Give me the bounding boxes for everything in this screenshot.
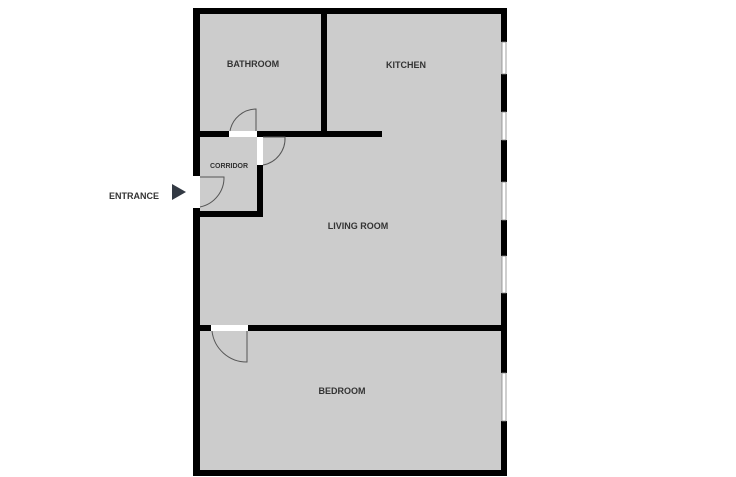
room-label-kitchen: KITCHEN	[386, 60, 426, 70]
window	[501, 181, 507, 221]
bedroom-doorway	[211, 325, 248, 331]
wall-bottom	[193, 470, 507, 476]
wall-left-upper	[193, 8, 200, 176]
corridor-door-swing	[262, 136, 286, 166]
bedroom-door-swing	[211, 330, 248, 363]
wall-right-seg	[501, 421, 507, 476]
wall-bathroom-kitchen	[321, 8, 327, 137]
entrance-door-swing	[199, 176, 225, 208]
wall-right-seg	[501, 74, 507, 112]
wall-right-seg	[501, 220, 507, 256]
wall-bathroom-bottom	[193, 131, 229, 137]
wall-corridor-right	[257, 165, 263, 217]
wall-right-seg	[501, 140, 507, 182]
wall-top	[193, 8, 507, 14]
entrance-doorway[interactable]	[193, 176, 200, 208]
wall-right-seg	[501, 293, 507, 373]
wall-bedroom-top	[193, 325, 211, 331]
window	[501, 41, 507, 75]
room-label-living-room: LIVING ROOM	[328, 221, 389, 231]
walls	[193, 8, 507, 476]
window	[501, 372, 507, 422]
entrance-arrow-icon	[172, 184, 186, 200]
room-label-bathroom: BATHROOM	[227, 59, 279, 69]
entrance-label: ENTRANCE	[109, 191, 159, 201]
window	[501, 255, 507, 294]
bathroom-doorway	[229, 131, 257, 137]
wall-right-seg	[501, 8, 507, 42]
wall-left-lower	[193, 208, 200, 476]
bathroom-door-swing	[229, 108, 257, 132]
room-label-bedroom: BEDROOM	[319, 386, 366, 396]
room-label-corridor: CORRIDOR	[210, 163, 248, 170]
window	[501, 111, 507, 141]
wall-bathroom-bottom	[257, 131, 382, 137]
corridor-doorway	[257, 137, 263, 165]
wall-bedroom-top	[248, 325, 507, 331]
wall-corridor-bottom	[193, 211, 263, 217]
floor	[196, 11, 504, 473]
